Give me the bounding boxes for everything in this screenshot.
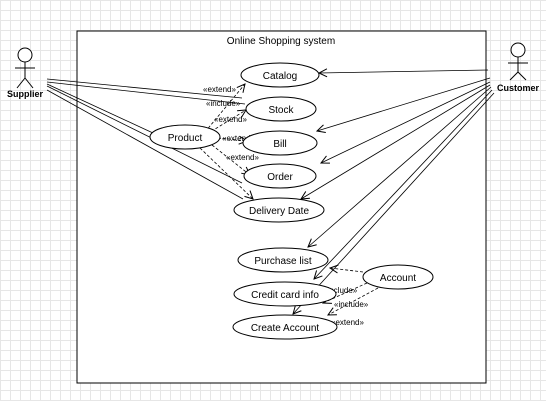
stereotype-include-credit: «include»	[323, 286, 358, 295]
customer-associations	[293, 70, 495, 314]
customer-actor[interactable]	[508, 42, 528, 81]
use-case-purchase-list[interactable]: Purchase list	[237, 247, 329, 273]
system-title: Online Shopping system	[227, 36, 335, 47]
use-case-delivery-date-label: Delivery Date	[249, 206, 309, 217]
use-case-stock-label: Stock	[268, 105, 294, 116]
use-case-account-label: Account	[380, 273, 416, 284]
stereotype-extend-create: «extend»	[331, 318, 364, 327]
use-case-credit-card-info[interactable]: Credit card info	[233, 281, 337, 307]
supplier-label: Supplier	[7, 89, 44, 99]
use-case-bill[interactable]: Bill	[242, 130, 318, 156]
use-case-stock[interactable]: Stock	[245, 96, 317, 122]
use-case-catalog-label: Catalog	[263, 71, 297, 82]
use-case-purchase-list-label: Purchase list	[254, 256, 311, 267]
stereotype-extend-order: «extend»	[226, 153, 259, 162]
stereotype-extend-catalog: «extend»	[203, 85, 236, 94]
use-case-credit-card-info-label: Credit card info	[251, 290, 319, 301]
stereotype-extend-bill: «extend»	[222, 134, 255, 143]
use-case-product[interactable]: Product	[149, 124, 221, 150]
use-case-delivery-date[interactable]: Delivery Date	[233, 197, 325, 223]
use-case-order[interactable]: Order	[243, 163, 317, 189]
stereotype-include-stock: «include»	[206, 99, 241, 108]
supplier-actor[interactable]	[15, 47, 35, 89]
stereotype-include-create: «include»	[334, 300, 369, 309]
use-case-product-label: Product	[168, 133, 203, 144]
use-case-account[interactable]: Account	[362, 264, 434, 290]
supplier-associations	[46, 78, 246, 200]
use-case-bill-label: Bill	[273, 139, 286, 150]
use-case-catalog[interactable]: Catalog	[240, 62, 320, 88]
use-case-order-label: Order	[267, 172, 293, 183]
use-case-create-account-label: Create Account	[251, 323, 320, 334]
use-case-create-account[interactable]: Create Account	[232, 314, 338, 340]
customer-label: Customer	[497, 83, 540, 93]
stereotype-extend-stock: «extend»	[214, 115, 247, 124]
